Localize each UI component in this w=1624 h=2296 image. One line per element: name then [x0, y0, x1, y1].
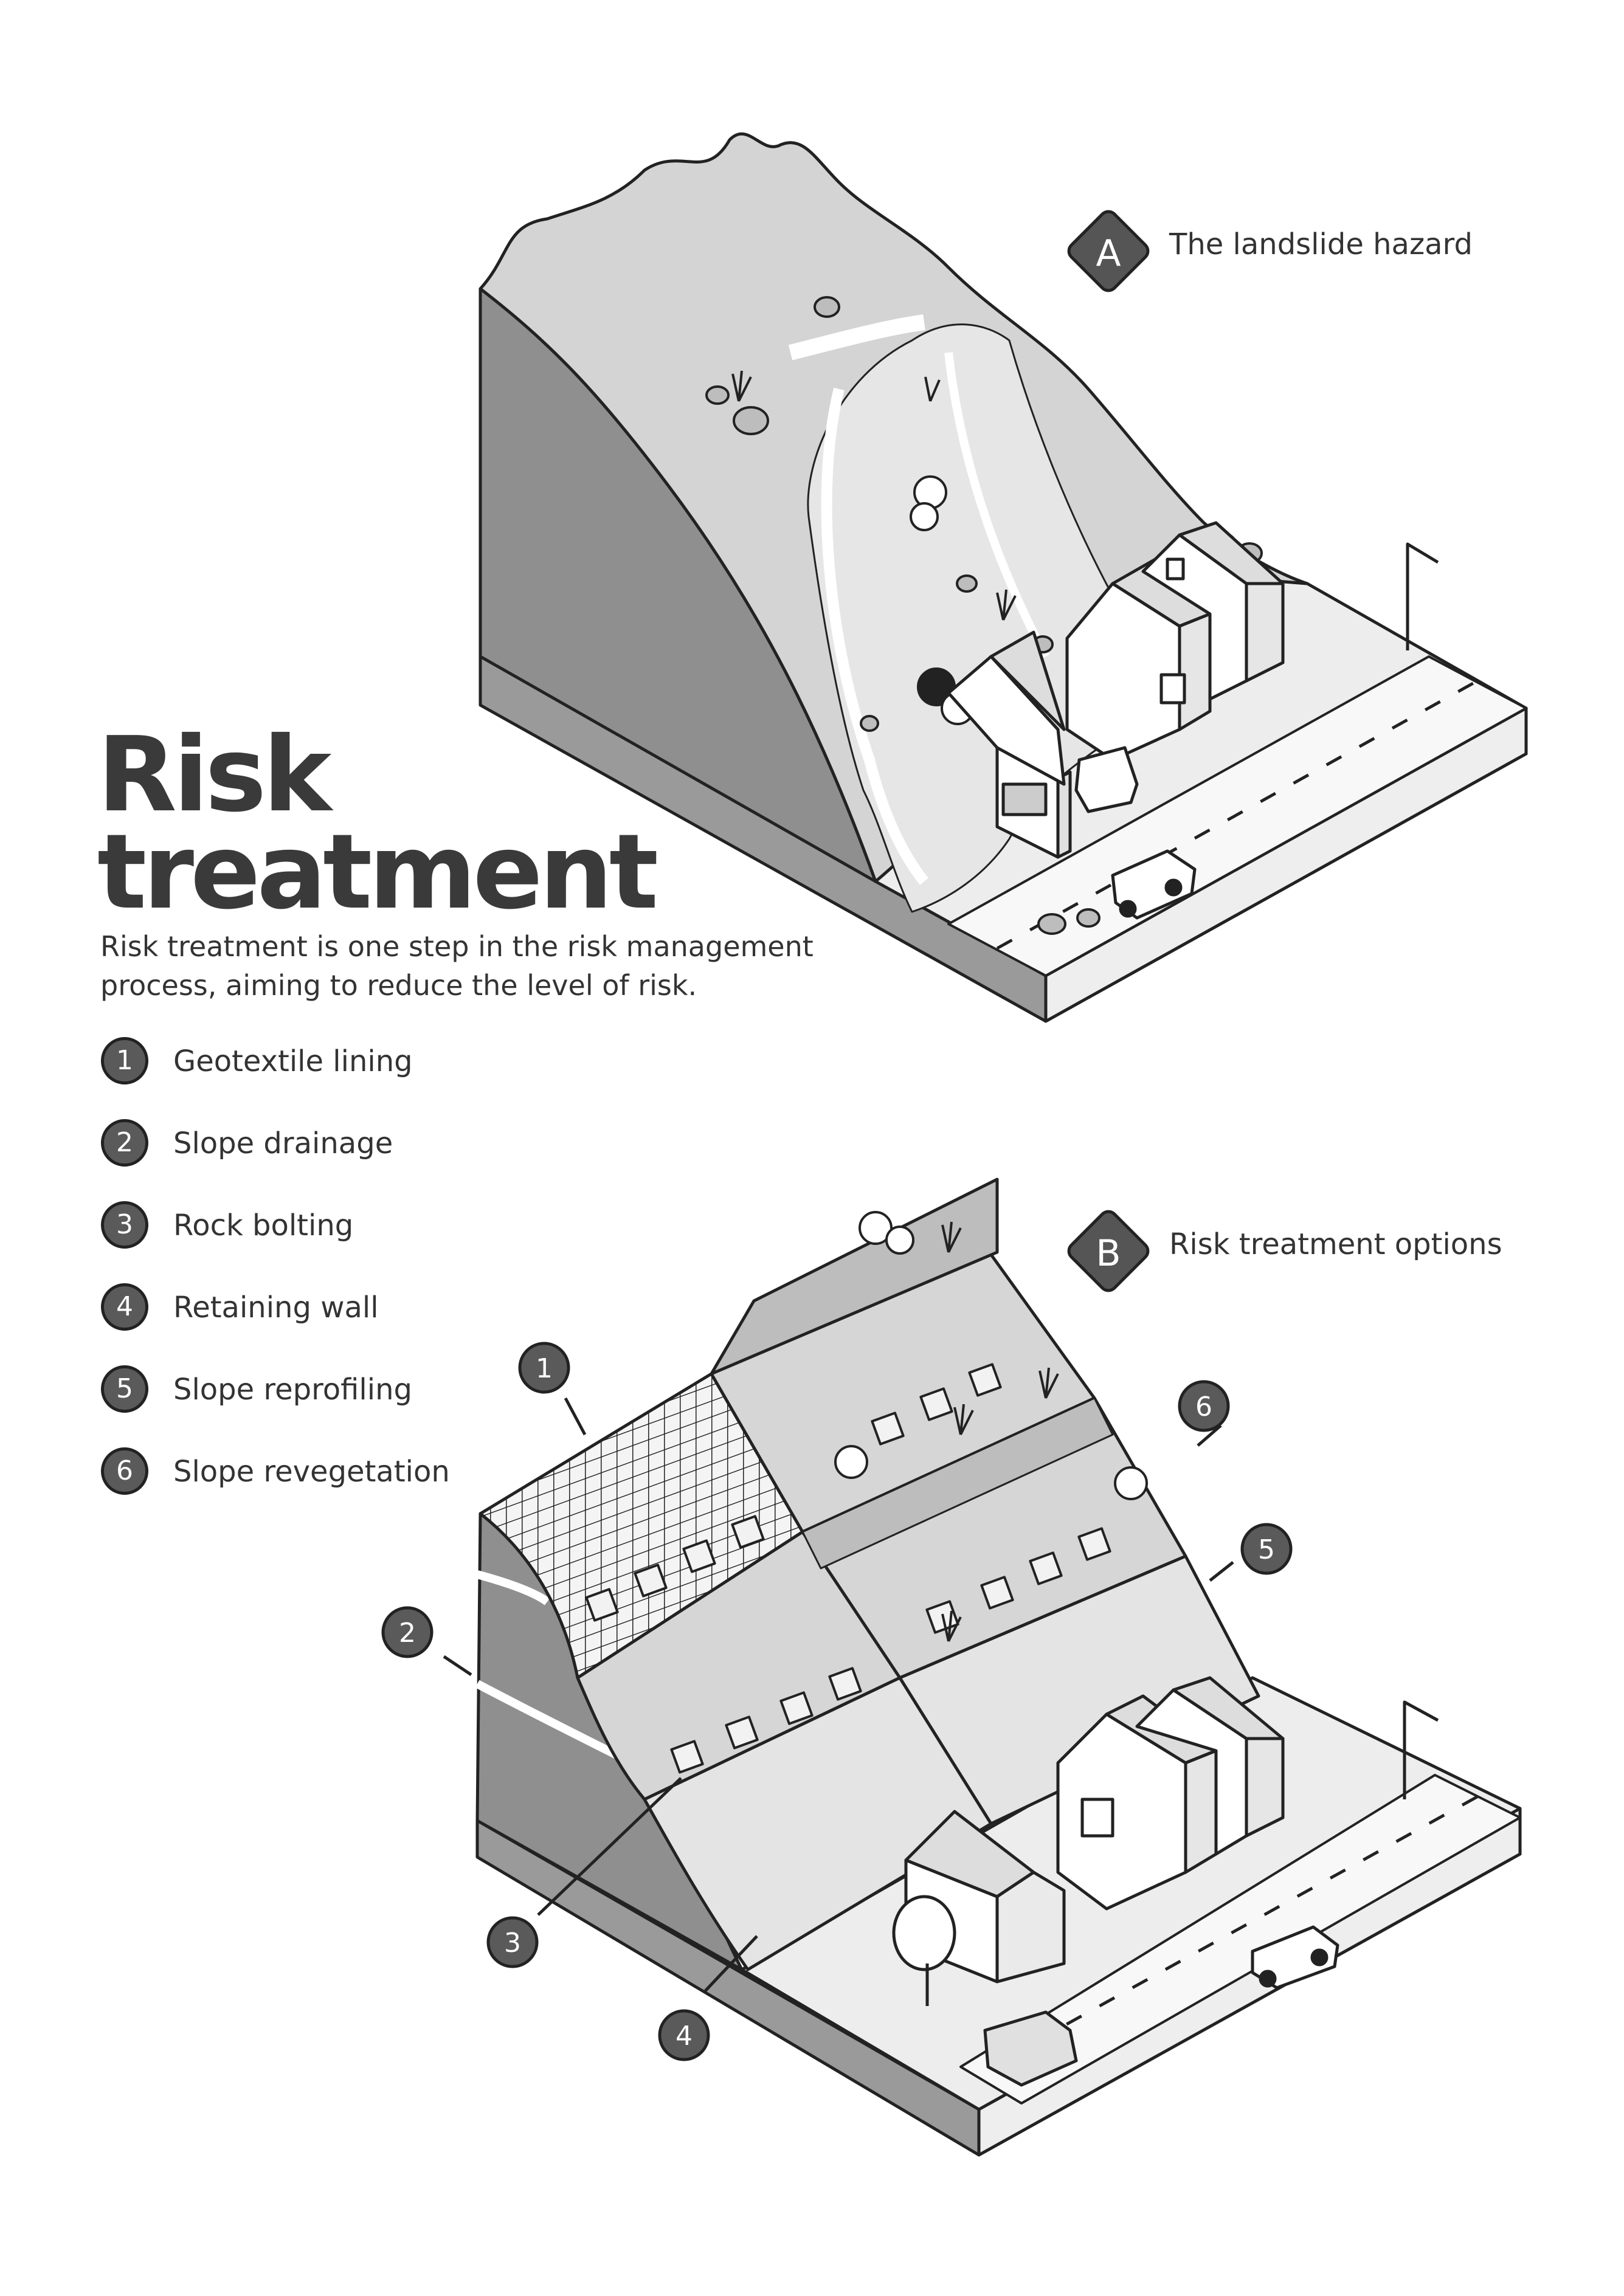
panel-b-marker: B [1067, 1210, 1150, 1292]
panel-b-treatment-scene: 1 2 3 4 5 6 B [381, 1177, 1522, 2157]
title-line-1: Risk [97, 715, 331, 835]
panel-b-rock-bolts [585, 1363, 1111, 1774]
panel-b-letter: B [1096, 1232, 1121, 1275]
callout-1: 1 [518, 1342, 570, 1394]
legend-number: 3 [101, 1201, 148, 1249]
legend-item-3: 3 Rock bolting [97, 1198, 523, 1258]
legend-item-5: 5 Slope reprofiling [97, 1362, 523, 1422]
legend-item-2: 2 Slope drainage [97, 1115, 523, 1176]
legend-label: Slope drainage [173, 1126, 393, 1160]
legend-number: 6 [101, 1447, 148, 1495]
legend-label: Slope revegetation [173, 1455, 450, 1489]
legend-number: 1 [101, 1037, 148, 1084]
panel-a-label: The landslide hazard [1169, 227, 1473, 261]
panel-a-heading: The landslide hazard [1070, 219, 1557, 286]
callout-5: 5 [1240, 1523, 1293, 1575]
panel-a-marker: A [1067, 210, 1150, 292]
callout-4: 4 [658, 2009, 710, 2061]
panel-a-houses [947, 521, 1285, 920]
panel-b-lamp-post [1403, 1700, 1439, 1799]
page-title: Risk treatment [97, 715, 658, 933]
panel-b-houses [892, 1676, 1339, 2087]
callout-2: 2 [381, 1606, 434, 1658]
svg-text:3: 3 [504, 1928, 521, 1959]
panel-a-lamp-post [1406, 542, 1439, 650]
legend-number: 4 [101, 1283, 148, 1331]
panel-b-plants [834, 1211, 1148, 1642]
panel-a-letter: A [1096, 232, 1121, 275]
panel-b-heading: Risk treatment options [1070, 1219, 1557, 1286]
svg-text:5: 5 [1258, 1534, 1275, 1565]
legend-number: 2 [101, 1119, 148, 1167]
legend-label: Geotextile lining [173, 1044, 413, 1078]
panel-a-plants [731, 370, 1017, 725]
legend-item-1: 1 Geotextile lining [97, 1033, 523, 1094]
panel-b-road [959, 1774, 1521, 2105]
svg-text:1: 1 [536, 1353, 553, 1384]
panel-b-label: Risk treatment options [1169, 1227, 1502, 1261]
legend-label: Slope reprofiling [173, 1373, 412, 1407]
panel-b-leader-lines [443, 1397, 1234, 1992]
legend-label: Rock bolting [173, 1208, 354, 1243]
legend-number: 5 [101, 1365, 148, 1413]
callout-6: 6 [1178, 1380, 1230, 1432]
panel-b-retaining-wall [643, 1676, 993, 1971]
intro-text: Risk treatment is one step in the risk m… [100, 930, 814, 1002]
svg-text:2: 2 [399, 1618, 416, 1649]
title-line-2: treatment [97, 812, 658, 933]
legend-item-4: 4 Retaining wall [97, 1280, 523, 1340]
callout-3: 3 [486, 1916, 539, 1968]
legend-label: Retaining wall [173, 1291, 379, 1325]
svg-text:4: 4 [676, 2021, 693, 2052]
legend-item-6: 6 Slope revegetation [97, 1444, 523, 1505]
svg-text:6: 6 [1195, 1391, 1212, 1422]
panel-a-landslide-scene: A [479, 132, 1528, 1023]
